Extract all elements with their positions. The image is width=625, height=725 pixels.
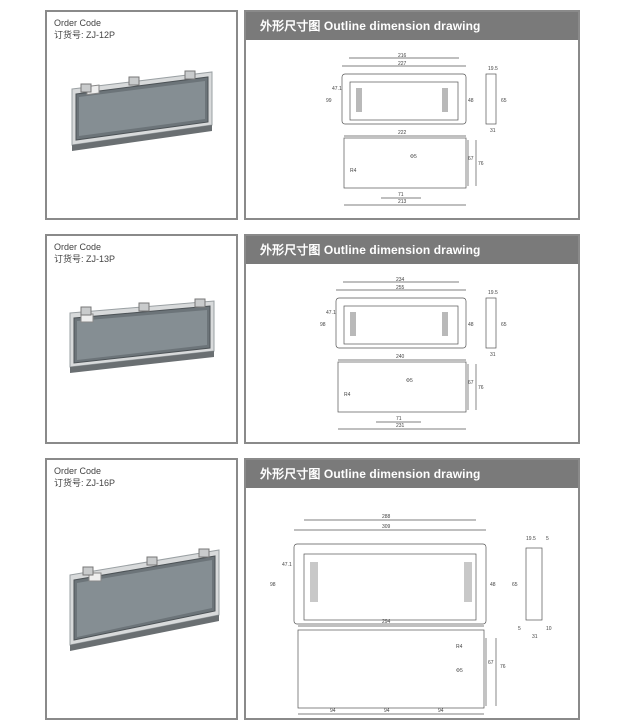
order-code-value: 订货号: ZJ-12P [54, 30, 116, 40]
dim-inner-h: 48 [490, 582, 496, 588]
outline-drawing-header: 外形尺寸图 Outline dimension drawing [246, 12, 578, 40]
dim-side-depth: 31 [532, 634, 538, 640]
dim-back-inner-h: 67 [488, 660, 494, 666]
dim-inner-width: 288 [382, 514, 391, 520]
dim-radius: R4 [344, 392, 351, 398]
outline-drawing-panel: 外形尺寸图 Outline dimension drawing 255 234 … [244, 234, 580, 444]
product-row-zj-16p: Order Code 订货号: ZJ-16P 外形尺寸图 Outline dim… [45, 458, 580, 720]
dim-side-depth: 31 [490, 352, 496, 358]
dim-overall-width: 255 [396, 285, 405, 291]
outline-drawing-panel: 外形尺寸图 Outline dimension drawing 309 288 … [244, 458, 580, 720]
dim-hole: Φ5 [406, 378, 413, 384]
dim-back-width: 240 [396, 354, 405, 360]
product-photo-panel: Order Code 订货号: ZJ-12P [45, 10, 238, 220]
order-code-value: 订货号: ZJ-16P [54, 478, 116, 488]
enclosure-window-photo [71, 70, 213, 151]
outline-drawing-header: 外形尺寸图 Outline dimension drawing [246, 236, 578, 264]
outline-drawing: 227 216 99 47.1 48 65 19.5 31 222 Φ5 R4 … [326, 53, 507, 206]
dim-side-h: 65 [501, 322, 507, 328]
dim-inner-width: 216 [398, 53, 407, 59]
dim-side-bottom-a: 5 [518, 626, 521, 632]
order-code-value: 订货号: ZJ-13P [54, 254, 116, 264]
dim-inner-h: 48 [468, 98, 474, 104]
dim-base: 231 [396, 423, 405, 429]
order-code-label: Order Code [54, 18, 102, 28]
dim-hole: Φ5 [456, 668, 463, 674]
dim-height-inner: 47.1 [282, 562, 292, 568]
dim-overall-width: 227 [398, 61, 407, 67]
dim-side-bottom-b: 10 [546, 626, 552, 632]
dim-spacing: 71 [396, 416, 402, 422]
dim-height: 99 [326, 98, 332, 104]
dim-back-inner-h: 67 [468, 380, 474, 386]
outline-drawing: 255 234 98 47.1 48 65 19.5 31 240 Φ5 R4 … [320, 277, 507, 430]
dim-spacing-1: 94 [330, 708, 336, 714]
product-row-zj-13p: Order Code 订货号: ZJ-13P 外形尺寸图 Outline dim… [45, 234, 580, 444]
dim-height-inner: 47.1 [326, 310, 336, 316]
dim-side-top: 19.5 [488, 66, 498, 72]
dim-inner-h: 48 [468, 322, 474, 328]
dim-height-inner: 47.1 [332, 86, 342, 92]
product-photo-panel: Order Code 订货号: ZJ-13P [45, 234, 238, 444]
dim-radius: R4 [456, 644, 463, 650]
dim-side-top: 19.5 [488, 290, 498, 296]
enclosure-window-photo [69, 548, 220, 651]
dim-spacing-3: 94 [438, 708, 444, 714]
outline-drawing: 309 288 98 47.1 48 65 19.5 5 31 5 10 294… [270, 514, 552, 715]
dim-back-height: 76 [478, 385, 484, 391]
dim-height: 98 [270, 582, 276, 588]
dim-side-top-b: 5 [546, 536, 549, 542]
dim-side-top: 19.5 [526, 536, 536, 542]
dim-inner-width: 234 [396, 277, 405, 283]
outline-drawing-header: 外形尺寸图 Outline dimension drawing [246, 460, 578, 488]
dim-back-inner-h: 67 [468, 156, 474, 162]
order-code-label: Order Code [54, 242, 102, 252]
dim-back-height: 76 [500, 664, 506, 670]
dim-back-width: 222 [398, 130, 407, 136]
dim-spacing: 71 [398, 192, 404, 198]
dim-overall-width: 309 [382, 524, 391, 530]
dim-height: 98 [320, 322, 326, 328]
product-row-zj-12p: Order Code 订货号: ZJ-12P 外形尺寸图 Outline dim… [45, 10, 580, 220]
dim-spacing-2: 94 [384, 708, 390, 714]
product-photo-panel: Order Code 订货号: ZJ-16P [45, 458, 238, 720]
dim-base: 213 [398, 199, 407, 205]
dim-back-width: 294 [382, 619, 391, 625]
enclosure-window-photo [69, 298, 215, 373]
outline-drawing-panel: 外形尺寸图 Outline dimension drawing 227 216 … [244, 10, 580, 220]
order-code-label: Order Code [54, 466, 102, 476]
dim-side-depth: 31 [490, 128, 496, 134]
dim-hole: Φ5 [410, 154, 417, 160]
dim-back-height: 76 [478, 161, 484, 167]
dim-side-h: 65 [512, 582, 518, 588]
dim-radius: R4 [350, 168, 357, 174]
dim-side-h: 65 [501, 98, 507, 104]
